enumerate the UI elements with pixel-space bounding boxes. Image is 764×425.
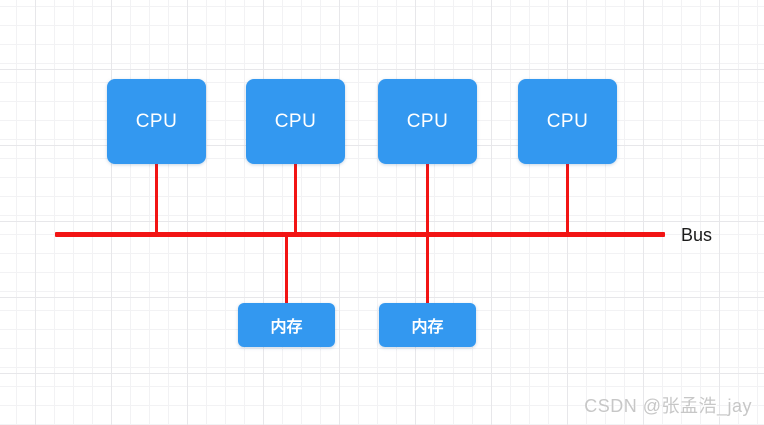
bus-line — [55, 232, 665, 237]
bus-label: Bus — [681, 225, 713, 245]
memory-node-2-label: 内存 — [411, 319, 444, 336]
cpu-node-1: CPU — [107, 79, 206, 164]
connector-cpu-4-bus — [566, 164, 569, 236]
cpu-node-2-label: CPU — [274, 110, 317, 132]
cpu-node-4-label: CPU — [546, 110, 589, 132]
cpu-node-1-label: CPU — [135, 110, 178, 132]
memory-node-2: 内存 — [379, 303, 476, 347]
memory-node-1-label: 内存 — [270, 319, 303, 336]
cpu-node-2: CPU — [246, 79, 345, 164]
cpu-node-4: CPU — [518, 79, 617, 164]
cpu-node-3: CPU — [378, 79, 477, 164]
connector-cpu-1-bus — [155, 164, 158, 236]
memory-node-1: 内存 — [238, 303, 335, 347]
connector-cpu-2-bus — [294, 164, 297, 236]
watermark-text: CSDN @张孟浩_jay — [584, 396, 752, 416]
connector-bus-memory-1 — [285, 235, 288, 304]
cpu-node-3-label: CPU — [406, 110, 449, 132]
